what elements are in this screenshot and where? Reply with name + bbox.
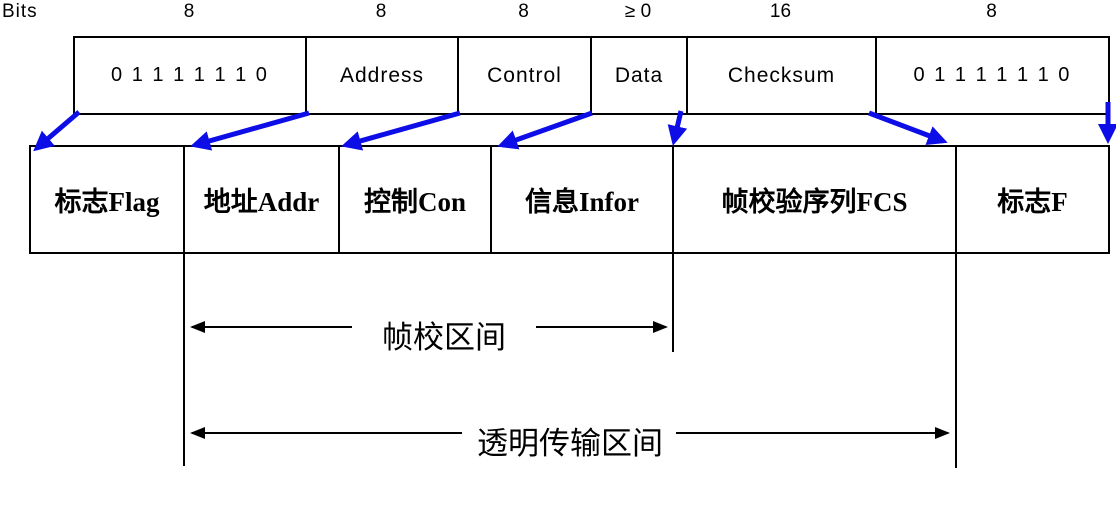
zh-field-cell-fcs: 帧校验序列FCS [672,145,957,254]
zh-field-cell-control: 控制Con [338,145,492,254]
bits-value-flag-start: 8 [183,1,195,22]
field-cell-address: Address [305,36,459,115]
zh-field-cell-flag-end: 标志F [955,145,1110,254]
field-cell-data: Data [590,36,688,115]
bits-value-flag-end: 8 [986,1,997,22]
bits-value-data: ≥ 0 [624,1,652,22]
mapping-arrow-control-icon [341,110,461,151]
bits-value-checksum: 16 [769,1,792,22]
bits-value-control: 8 [518,1,529,22]
transparent-transmission-range-label: 透明传输区间 [477,426,663,461]
field-cell-checksum: Checksum [686,36,877,115]
zh-field-cell-flag-start: 标志Flag [29,145,185,254]
mapping-arrow-checksum-icon [868,110,948,146]
mapping-arrow-address-icon [190,110,310,151]
field-cell-flag-end: 0 1 1 1 1 1 1 0 [875,36,1110,115]
frame-check-range-label: 帧校区间 [382,320,506,355]
zh-field-cell-address: 地址Addr [183,145,340,254]
field-cell-flag-start: 0 1 1 1 1 1 1 0 [73,36,307,115]
zh-field-cell-information: 信息Infor [490,145,674,254]
bits-value-address: 8 [375,1,387,22]
bits-header-label: Bits [2,1,38,22]
mapping-arrow-flag-start-icon [33,110,81,152]
field-cell-control: Control [457,36,592,115]
mapping-arrow-data-end-icon [667,110,688,146]
mapping-arrow-data-icon [497,110,593,150]
